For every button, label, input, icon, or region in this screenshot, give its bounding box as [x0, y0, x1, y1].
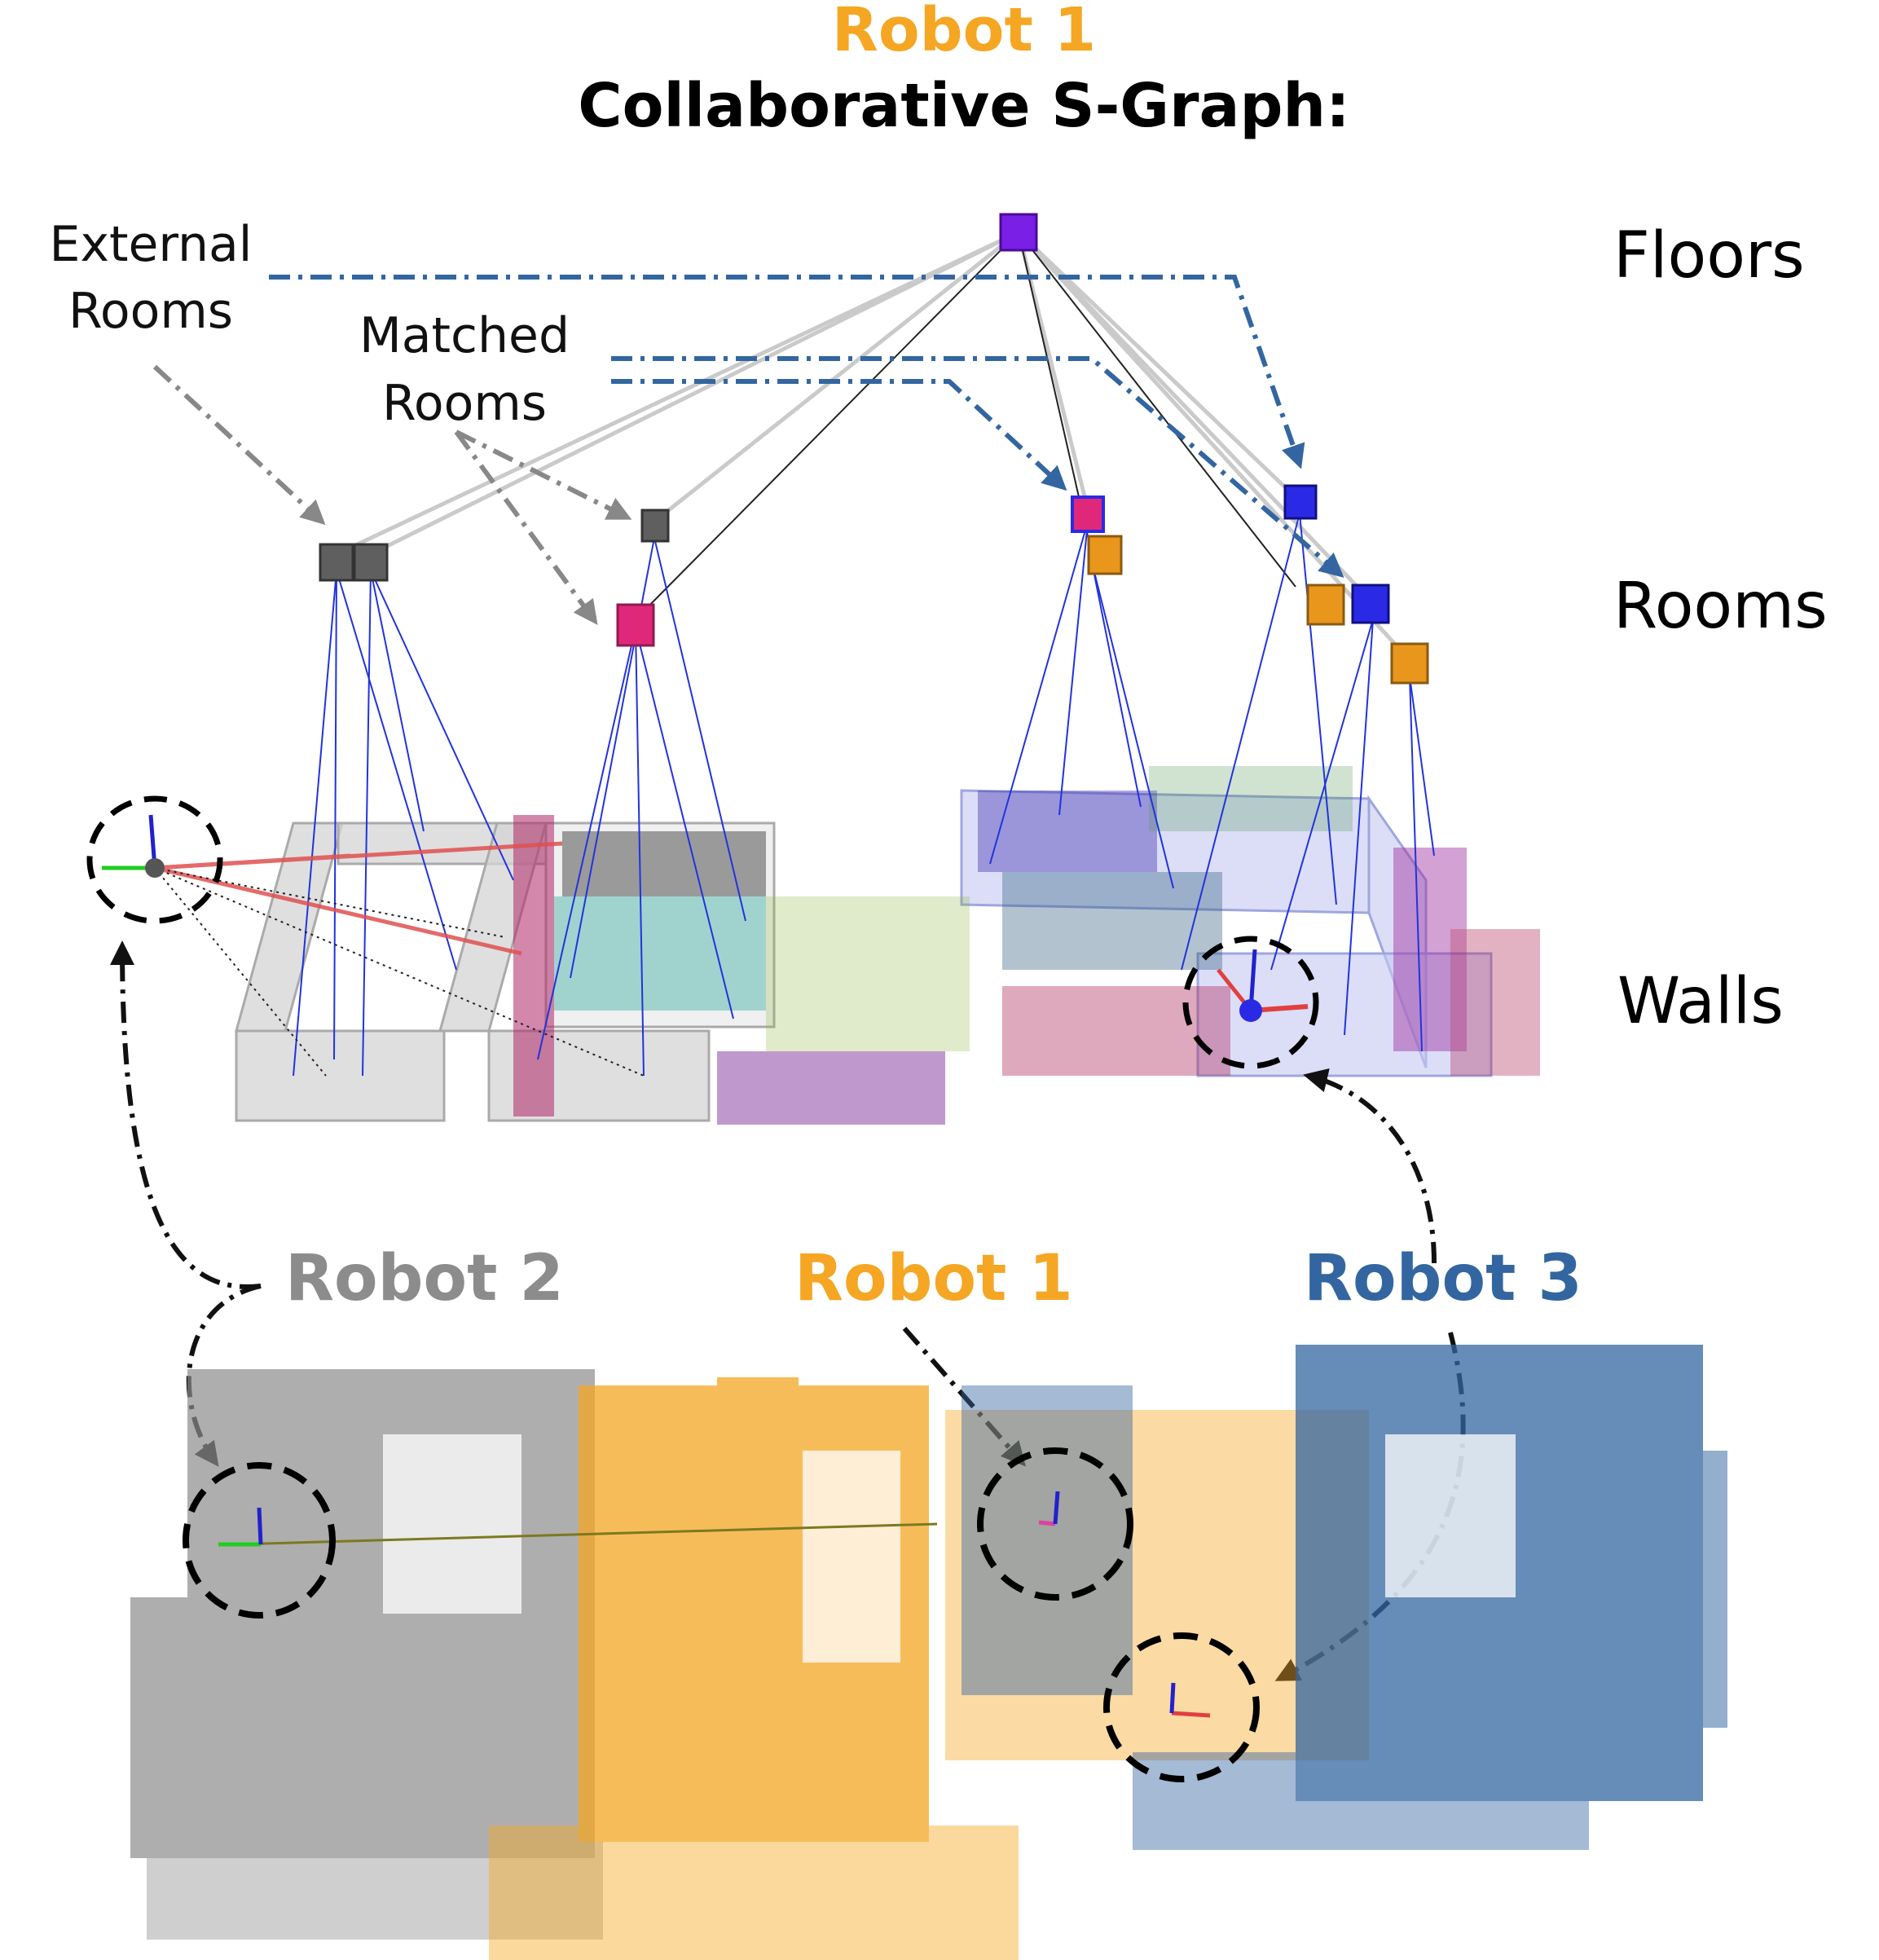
- s-graph-scene: [86, 213, 1540, 1125]
- arrow-matched-rooms-2: [454, 430, 598, 625]
- robot1-point-cloud: [489, 1377, 1369, 1960]
- wall-boxes-right: [960, 789, 1493, 1077]
- callout-external-rooms-line1: External: [50, 216, 253, 273]
- arrow-blue-matched-to-matched-room: [611, 379, 1067, 491]
- room-node-matched-1: [616, 603, 655, 647]
- robot-label-robot1: Robot 1: [794, 1242, 1073, 1315]
- room-wall-edges: [293, 513, 1435, 1077]
- robot3-map-pose-marker: [1103, 1632, 1260, 1782]
- floor-room-edges: [335, 230, 1411, 662]
- room-node-robot3-2: [1351, 584, 1390, 624]
- robot2-pose-marker: [86, 795, 223, 924]
- room-node-external-3: [640, 509, 670, 543]
- map-void-areas: [383, 1434, 1516, 1663]
- room-node-robot3-1: [1283, 484, 1318, 520]
- arrow-robot3-graph-link: [1303, 1068, 1437, 1264]
- callout-matched-rooms-line1: Matched: [359, 307, 570, 364]
- room-node-external-2: [353, 543, 389, 582]
- callout-matched-rooms-line2: Rooms: [382, 375, 547, 432]
- merged-point-cloud-map: [130, 1345, 1727, 1960]
- robot-label-robot2: Robot 2: [285, 1242, 564, 1315]
- keyframe-dotted-edges: [154, 867, 645, 1077]
- level-label-walls: Walls: [1617, 965, 1784, 1038]
- title-robot: Robot 1: [832, 0, 1096, 65]
- robot-label-robot3: Robot 3: [1304, 1242, 1582, 1315]
- callout-arrows: [110, 275, 1466, 1681]
- robot2-map-pose-marker: [183, 1462, 336, 1619]
- title-main: Collaborative S-Graph:: [578, 71, 1349, 141]
- room-node-robot1-1: [1087, 535, 1123, 575]
- callout-external-rooms-line2: Rooms: [68, 283, 233, 340]
- level-label-rooms: Rooms: [1613, 570, 1828, 643]
- robot3-pose-marker: [1182, 936, 1319, 1069]
- arrow-robot2-map-link: [186, 1284, 262, 1467]
- room-node-external-1: [319, 543, 354, 582]
- room-node-robot1-2: [1306, 584, 1345, 626]
- arrow-matched-rooms-1: [455, 429, 632, 520]
- floor-node: [999, 213, 1038, 252]
- robot1-map-pose-marker: [977, 1447, 1133, 1601]
- robot-trajectory-line: [235, 1522, 938, 1546]
- room-node-robot1-3: [1390, 642, 1429, 685]
- wall-point-clouds: [513, 766, 1540, 1125]
- arrow-robot1-map-link: [902, 1327, 1026, 1467]
- arrow-external-rooms: [152, 364, 326, 526]
- level-label-floors: Floors: [1613, 219, 1805, 293]
- arrow-robot2-graph-link: [110, 940, 262, 1289]
- room-node-matched-2: [1071, 496, 1105, 533]
- arrow-blue-external-to-robot3-room: [269, 275, 1305, 469]
